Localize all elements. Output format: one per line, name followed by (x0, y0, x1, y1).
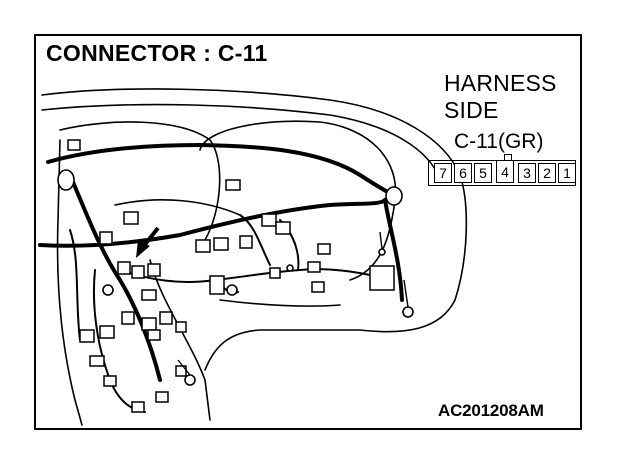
connector-block (155, 391, 169, 403)
connector-block (121, 311, 135, 325)
frame-curve (114, 199, 241, 216)
ground-terminal (286, 264, 294, 272)
connector-block (239, 235, 253, 249)
grommet-left (57, 169, 75, 191)
connector-block (147, 329, 161, 341)
pin-5: 5 (474, 163, 492, 183)
instrument-panel-outline (59, 121, 221, 241)
connector-block (67, 139, 81, 151)
connector-block (209, 275, 225, 295)
branch-wire-2 (299, 268, 371, 276)
connector-pin-face: 7 6 5 4 3 2 1 (430, 160, 576, 186)
connector-latch (504, 154, 512, 161)
ground-terminal (184, 374, 196, 386)
branch-wire-3 (92, 269, 146, 413)
pointer-arrowhead (136, 240, 150, 258)
connector-block (89, 355, 105, 367)
pin-6: 6 (454, 163, 472, 183)
connector-block (275, 221, 291, 235)
diagram-title: CONNECTOR : C-11 (46, 40, 268, 66)
grommet-right (385, 186, 403, 206)
connector-block (159, 311, 173, 325)
figure-code: AC201208AM (438, 401, 544, 420)
connector-block (147, 263, 161, 277)
ground-terminal (402, 306, 414, 318)
branch-wire-6 (69, 229, 81, 341)
ground-terminal (378, 248, 386, 256)
harness-label-line2: SIDE (444, 97, 499, 123)
dashboard-inner-line (41, 103, 441, 181)
connector-block (141, 317, 157, 331)
connector-block (195, 239, 211, 253)
pin-1: 1 (558, 163, 576, 183)
left-panel-outline (56, 139, 83, 426)
ground-wire (379, 231, 383, 250)
relay-box (369, 265, 395, 291)
connector-block (213, 237, 229, 251)
pin-4: 4 (496, 160, 514, 183)
harness-side-label: HARNESS SIDE (444, 70, 557, 124)
harness-drop-right (383, 198, 404, 302)
connector-block (261, 213, 277, 227)
connector-block (99, 231, 113, 245)
pin-2: 2 (538, 163, 556, 183)
connector-block (307, 261, 321, 273)
branch-wire-4 (239, 214, 271, 266)
ground-terminal (102, 284, 114, 296)
connector-block (131, 265, 145, 279)
connector-block (175, 321, 187, 333)
connector-block (269, 267, 281, 279)
pin-7: 7 (434, 163, 452, 183)
connector-block (131, 401, 145, 413)
ground-wire (403, 279, 409, 308)
pin-3: 3 (518, 163, 536, 183)
connector-block (311, 281, 325, 293)
connector-block (103, 375, 117, 387)
ground-wire (177, 359, 191, 376)
harness-left-bundle (68, 173, 162, 382)
lower-dash-line (219, 299, 341, 307)
diagram-frame (34, 34, 582, 430)
connector-block (317, 243, 331, 255)
main-harness-top (46, 143, 402, 200)
target-connector (117, 261, 131, 275)
connector-id-label: C-11(GR) (454, 130, 544, 153)
connector-block (123, 211, 139, 225)
connector-block (99, 325, 115, 339)
connector-block (79, 329, 95, 343)
harness-label-line1: HARNESS (444, 70, 557, 96)
connector-block (141, 289, 157, 301)
ground-terminal (226, 284, 238, 296)
connector-block (225, 179, 241, 191)
